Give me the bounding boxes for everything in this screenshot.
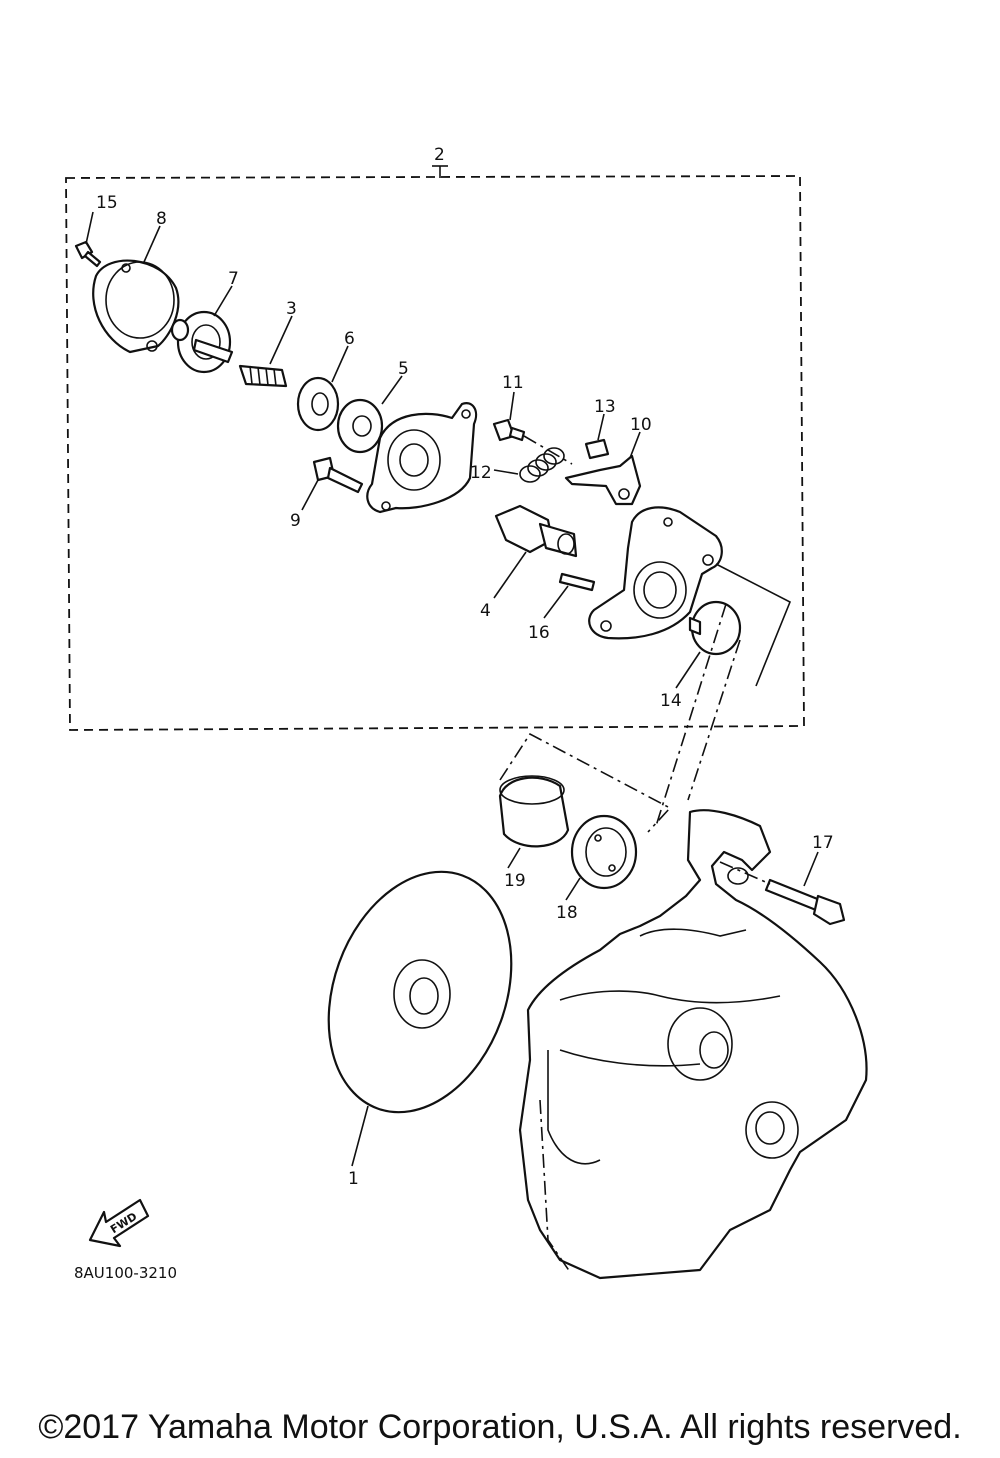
part-3-worm-gear	[238, 315, 293, 388]
part-14-plug	[675, 600, 742, 689]
part-9-bolt	[301, 456, 364, 511]
callout-11: 11	[502, 373, 524, 393]
callout-2: 2	[434, 145, 445, 165]
callout-17: 17	[812, 833, 834, 853]
callout-1: 1	[348, 1169, 359, 1189]
callout-16: 16	[528, 623, 550, 643]
part-17-bolt	[719, 851, 846, 926]
callout-15: 15	[96, 193, 118, 213]
part-5-washer	[336, 375, 403, 454]
callout-13: 13	[594, 397, 616, 417]
assembly-group-box	[65, 165, 805, 731]
part-11-bolt	[492, 391, 573, 465]
callout-19: 19	[504, 871, 526, 891]
callout-4: 4	[480, 601, 491, 621]
part-15-bolt	[74, 211, 102, 268]
connection-lines	[499, 563, 792, 833]
part-12-spring	[493, 447, 565, 483]
callout-7: 7	[228, 269, 239, 289]
callout-10: 10	[630, 415, 652, 435]
part-8-cover	[92, 225, 180, 354]
callout-5: 5	[398, 359, 409, 379]
pump-body-bracket	[588, 506, 723, 640]
part-13-cap	[584, 413, 610, 460]
part-7-shaft	[170, 285, 234, 374]
diagram-code: 8AU100-3210	[74, 1264, 177, 1282]
part-1-disc	[327, 870, 513, 1167]
part-10-lever	[564, 431, 642, 506]
fwd-arrow-icon: FWD	[88, 1198, 150, 1248]
part-18-seal	[565, 814, 638, 901]
callout-3: 3	[286, 299, 297, 319]
callout-18: 18	[556, 903, 578, 923]
callout-9: 9	[290, 511, 301, 531]
part-4-shaft	[493, 504, 578, 599]
engine-case	[518, 809, 868, 1280]
part-16-pin	[543, 572, 596, 619]
callout-8: 8	[156, 209, 167, 229]
callout-14: 14	[660, 691, 682, 711]
copyright-notice: ©2017 Yamaha Motor Corporation, U.S.A. A…	[38, 1408, 962, 1446]
part-6-plate	[296, 345, 349, 432]
callout-12: 12	[470, 463, 492, 483]
callout-6: 6	[344, 329, 355, 349]
callout-labels: 1 2 3 4 5 6 7 8 9 10 11 12 13 14 15 16 1…	[96, 145, 834, 1189]
pump-housing-plate	[366, 402, 478, 514]
part-19-cap	[498, 775, 570, 869]
